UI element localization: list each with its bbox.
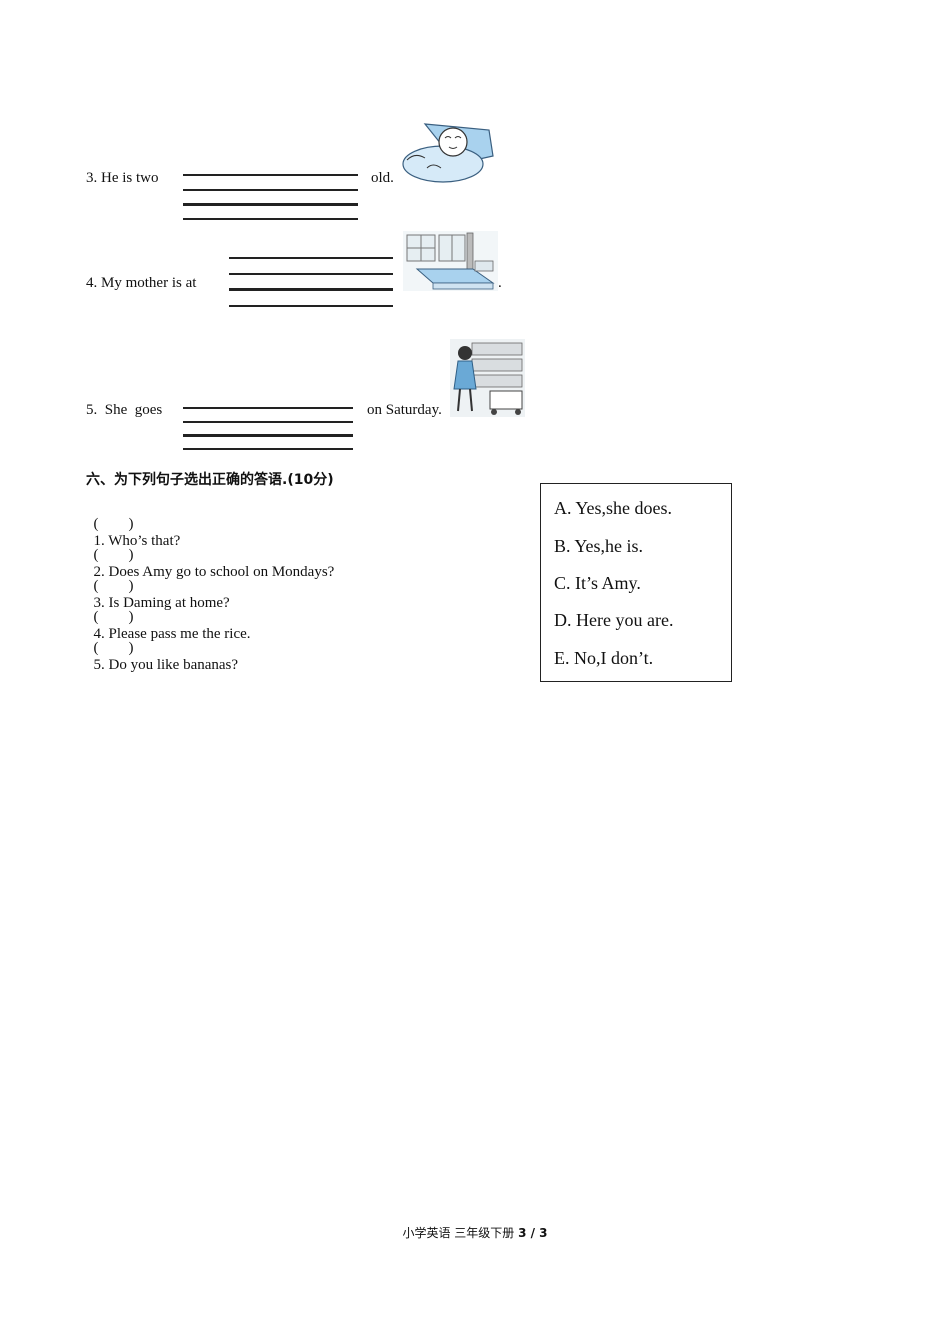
answer-options-box: A. Yes,she does. B. Yes,he is. C. It’s A… — [540, 483, 732, 682]
answer-lines-4[interactable] — [229, 257, 393, 309]
question-5-suffix: on Saturday. — [367, 402, 442, 418]
answer-lines-5[interactable] — [183, 407, 353, 453]
bedroom-image — [403, 231, 498, 291]
option-e: E. No,I don’t. — [554, 648, 654, 668]
question-row: ( ) 4. Please pass me the rice. — [86, 592, 251, 643]
question-3-prefix: 3. He is two — [86, 170, 159, 186]
question-text: 5. Do you like bananas? — [93, 657, 239, 673]
supermarket-image — [450, 339, 525, 417]
question-row: ( ) 5. Do you like bananas? — [86, 623, 239, 674]
section-6-title: 六、为下列句子选出正确的答语.(10分) — [86, 472, 334, 488]
page-number: 3 / 3 — [518, 1226, 548, 1240]
option-a: A. Yes,she does. — [554, 498, 673, 518]
question-text: 1. Who’s that? — [93, 533, 181, 549]
baby-image — [402, 123, 494, 183]
question-text: 3. Is Daming at home? — [93, 595, 230, 611]
option-d: D. Here you are. — [554, 610, 674, 630]
question-row: ( ) 1. Who’s that? — [86, 499, 181, 550]
answer-paren[interactable]: ( ) — [93, 640, 134, 656]
question-text: 4. Please pass me the rice. — [93, 626, 251, 642]
option-c: C. It’s Amy. — [554, 573, 641, 593]
option-b: B. Yes,he is. — [554, 536, 644, 556]
question-text: 2. Does Amy go to school on Mondays? — [93, 564, 335, 580]
question-3-suffix: old. — [371, 170, 394, 186]
page-footer: 小学英语 三年级下册 3 / 3 — [0, 1224, 950, 1241]
question-row: ( ) 2. Does Amy go to school on Mondays? — [86, 530, 335, 581]
answer-paren[interactable]: ( ) — [93, 547, 134, 563]
question-4-suffix: . — [498, 275, 502, 291]
footer-text: 小学英语 三年级下册 — [402, 1226, 519, 1240]
question-5-prefix: 5. She goes — [86, 402, 163, 418]
question-row: ( ) 3. Is Daming at home? — [86, 561, 230, 612]
answer-paren[interactable]: ( ) — [93, 516, 134, 532]
answer-paren[interactable]: ( ) — [93, 609, 134, 625]
answer-paren[interactable]: ( ) — [93, 578, 134, 594]
answer-lines-3[interactable] — [183, 174, 358, 222]
question-4-prefix: 4. My mother is at — [86, 275, 197, 291]
